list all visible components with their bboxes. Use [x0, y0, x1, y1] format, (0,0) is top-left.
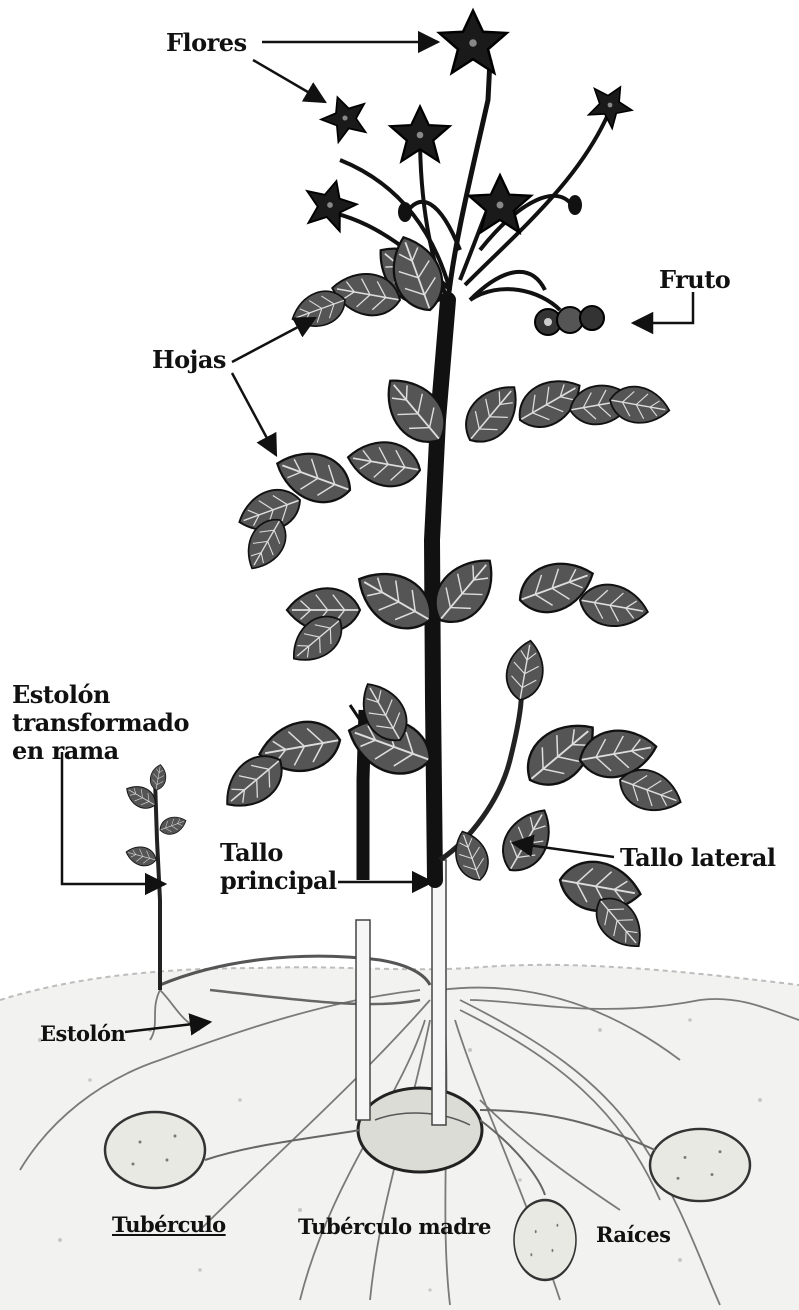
- label-flores: Flores: [166, 28, 247, 57]
- mother-tuber: [358, 1088, 482, 1172]
- label-estolon: Estolón: [40, 1019, 125, 1048]
- tuber-left: [105, 1112, 205, 1188]
- small-branch-plant: [122, 763, 189, 990]
- label-estolon-rama-line2: transformado: [12, 708, 189, 737]
- flowers: [299, 11, 639, 234]
- label-estolon-rama-line1: Estolón: [12, 680, 110, 709]
- label-estolon-rama-line3: en rama: [12, 736, 119, 765]
- label-hojas: Hojas: [152, 345, 226, 374]
- label-fruto: Fruto: [659, 265, 730, 294]
- tuber-bottom: [514, 1200, 576, 1280]
- label-tallo-principal-line2: principal: [220, 866, 337, 895]
- label-tuberculo-madre: Tubérculo madre: [298, 1212, 491, 1241]
- tuber-right: [650, 1129, 750, 1201]
- label-raices: Raíces: [596, 1220, 671, 1249]
- label-tuberculo: Tubérculo: [112, 1210, 226, 1239]
- label-tallo-principal-line1: Tallo: [220, 838, 283, 867]
- fruits: [535, 306, 604, 335]
- main-stem: [432, 60, 490, 880]
- label-tallo-lateral: Tallo lateral: [620, 843, 776, 872]
